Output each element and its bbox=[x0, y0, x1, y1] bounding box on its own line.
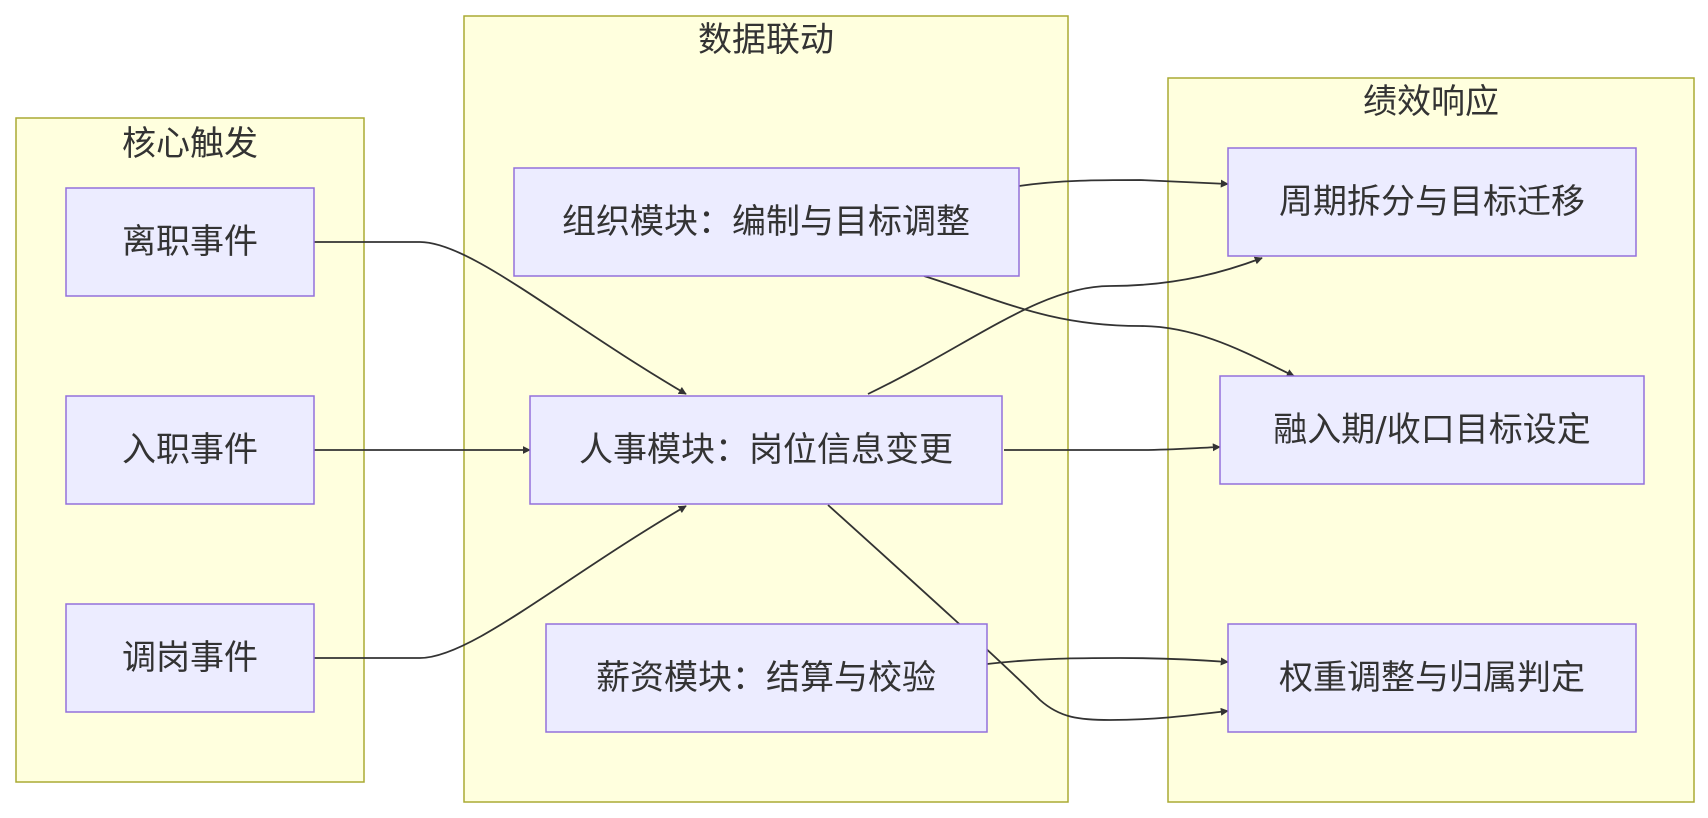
node-period-split[interactable]: 周期拆分与目标迁移 bbox=[1227, 147, 1637, 257]
node-org-module-label: 组织模块：编制与目标调整 bbox=[562, 202, 970, 242]
node-resign-label: 离职事件 bbox=[122, 222, 258, 262]
node-hr-module-label: 人事模块：岗位信息变更 bbox=[579, 430, 953, 470]
cluster-linkage-title: 数据联动 bbox=[698, 20, 834, 60]
edge-hr-to-period bbox=[867, 256, 1263, 395]
node-onboard-label: 入职事件 bbox=[122, 430, 258, 470]
node-org-module[interactable]: 组织模块：编制与目标调整 bbox=[513, 167, 1020, 277]
node-payroll-module-box bbox=[545, 623, 988, 733]
node-hr-module[interactable]: 人事模块：岗位信息变更 bbox=[529, 395, 1003, 505]
edge-org-to-onboarding-goal bbox=[923, 275, 1295, 377]
node-payroll-module[interactable]: 薪资模块：结算与校验 bbox=[545, 623, 988, 733]
node-transfer-box bbox=[65, 603, 315, 713]
node-onboarding-goal-label: 融入期/收口目标设定 bbox=[1273, 410, 1590, 450]
edge-hr-to-onboarding-goal bbox=[1004, 443, 1221, 452]
node-period-split-label: 周期拆分与目标迁移 bbox=[1279, 182, 1585, 222]
edge-org-to-period bbox=[1018, 179, 1229, 188]
node-resign[interactable]: 离职事件 bbox=[65, 187, 315, 297]
node-org-module-box bbox=[513, 167, 1020, 277]
node-weight-adjust-box bbox=[1227, 623, 1637, 733]
node-period-split-box bbox=[1227, 147, 1637, 257]
node-onboarding-goal[interactable]: 融入期/收口目标设定 bbox=[1219, 375, 1645, 485]
node-weight-adjust[interactable]: 权重调整与归属判定 bbox=[1227, 623, 1637, 733]
node-payroll-module-label: 薪资模块：结算与校验 bbox=[596, 658, 936, 698]
node-onboard[interactable]: 入职事件 bbox=[65, 395, 315, 505]
edge-resign-to-hr bbox=[314, 241, 687, 395]
node-transfer-label: 调岗事件 bbox=[122, 638, 258, 678]
cluster-trigger-title: 核心触发 bbox=[122, 124, 258, 164]
node-onboard-box bbox=[65, 395, 315, 505]
node-resign-box bbox=[65, 187, 315, 297]
cluster-performance-title: 绩效响应 bbox=[1363, 82, 1499, 122]
edge-hr-to-weight bbox=[827, 504, 1229, 721]
edge-payroll-to-weight bbox=[986, 657, 1229, 666]
node-hr-module-box bbox=[529, 395, 1003, 505]
node-transfer[interactable]: 调岗事件 bbox=[65, 603, 315, 713]
node-weight-adjust-label: 权重调整与归属判定 bbox=[1279, 658, 1585, 698]
node-onboarding-goal-box bbox=[1219, 375, 1645, 485]
edge-transfer-to-hr bbox=[314, 505, 687, 659]
